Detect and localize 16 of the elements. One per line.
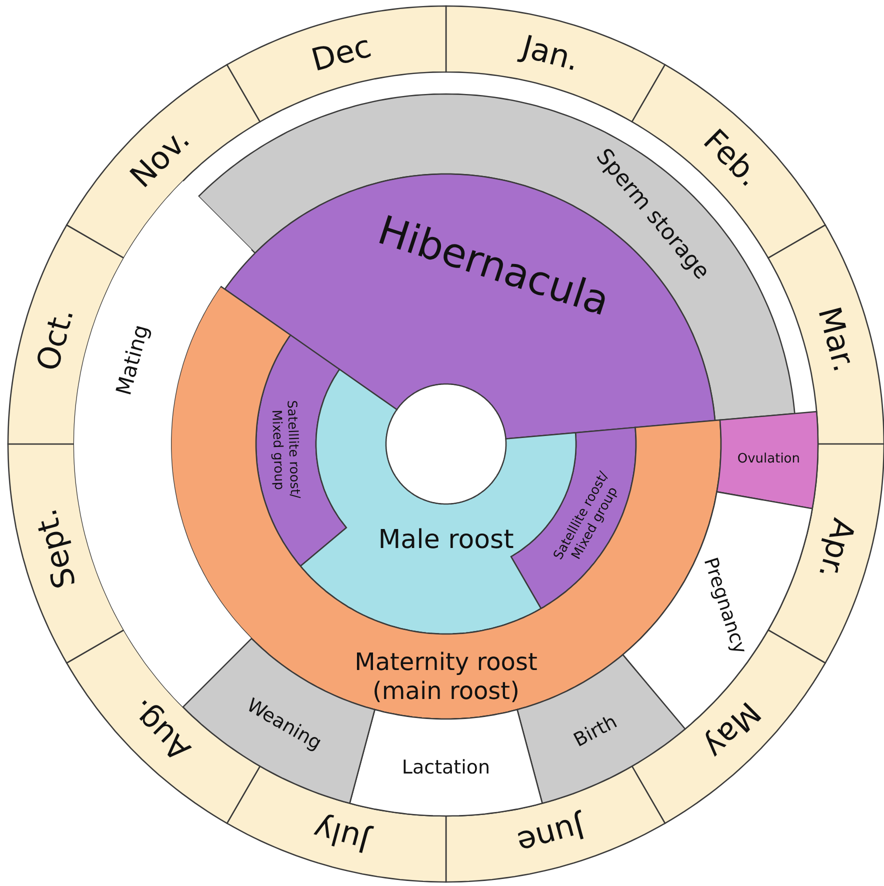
band-label: Mating xyxy=(112,322,154,398)
month-label: Nov. xyxy=(123,121,197,195)
month-label: Mar. xyxy=(810,303,862,376)
month-label: Apr. xyxy=(811,514,862,583)
month-label: Sept. xyxy=(28,505,84,592)
band-label: Birth xyxy=(570,710,621,752)
band-label: Ovulation xyxy=(737,452,800,467)
month-label: Oct. xyxy=(30,304,82,375)
region-label: Male roost xyxy=(378,525,514,556)
month-label: June xyxy=(513,808,588,861)
month-label: Dec xyxy=(308,28,376,79)
region-label: Satelllite roost/ Mixed group xyxy=(268,400,302,499)
month-label: Jan. xyxy=(518,28,584,79)
band-label: Maternity roost (main roost) xyxy=(354,648,538,705)
band-label: Lactation xyxy=(402,756,490,779)
month-label: July xyxy=(310,810,373,860)
